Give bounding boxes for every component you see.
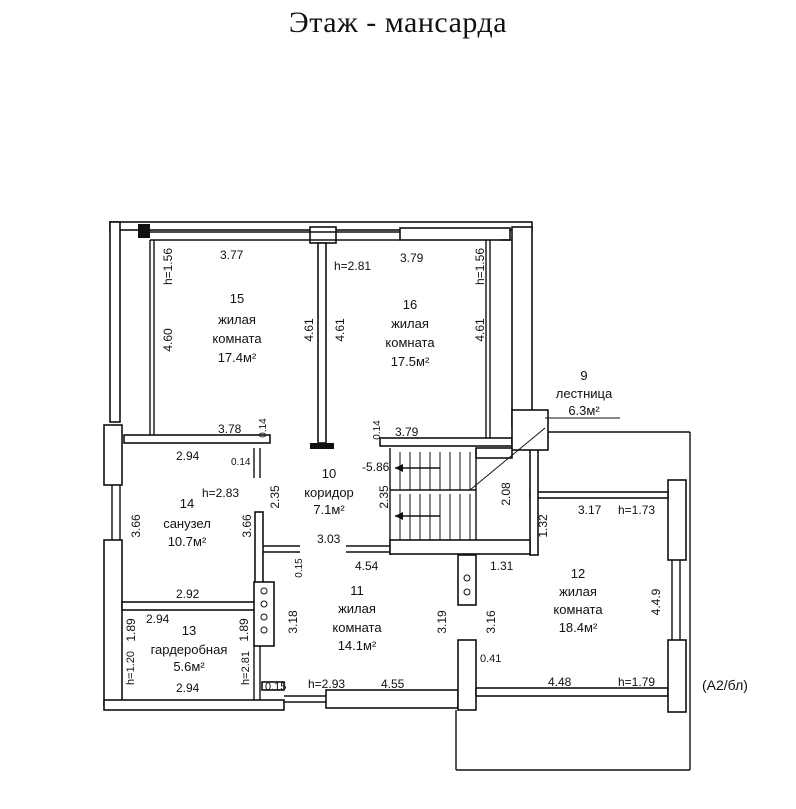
svg-text:h=1.56: h=1.56 [161, 248, 175, 285]
svg-text:4.4.9: 4.4.9 [649, 588, 663, 615]
svg-text:2.94: 2.94 [176, 681, 200, 695]
svg-text:14: 14 [180, 496, 194, 511]
room-16-label: 16 жилая комната 17.5м² [385, 297, 435, 369]
svg-text:1.89: 1.89 [237, 618, 251, 642]
svg-text:17.5м²: 17.5м² [391, 354, 430, 369]
room-14-label: 14 санузел 10.7м² [163, 496, 211, 549]
svg-text:лестница: лестница [556, 386, 613, 401]
svg-text:3.03: 3.03 [317, 532, 341, 546]
svg-text:0.14: 0.14 [231, 457, 251, 468]
sheet-note: (А2/бл) [702, 677, 748, 693]
svg-text:4.48: 4.48 [548, 675, 572, 689]
svg-text:2.35: 2.35 [268, 485, 282, 509]
svg-text:4.61: 4.61 [333, 318, 347, 342]
svg-text:жилая: жилая [391, 316, 429, 331]
svg-text:2.94: 2.94 [146, 612, 170, 626]
svg-text:11: 11 [350, 583, 364, 598]
svg-text:3.16: 3.16 [484, 610, 498, 634]
svg-text:жилая: жилая [559, 584, 597, 599]
svg-text:комната: комната [553, 602, 603, 617]
svg-text:4.54: 4.54 [355, 559, 379, 573]
room-12-label: 12 жилая комната 18.4м² [553, 566, 603, 635]
room-15-label: 15 жилая комната 17.4м² [212, 291, 262, 365]
svg-text:4.55: 4.55 [381, 677, 405, 691]
svg-text:жилая: жилая [338, 601, 376, 616]
svg-text:10: 10 [322, 466, 336, 481]
room-11-label: 11 жилая комната 14.1м² [332, 583, 382, 653]
svg-text:10.7м²: 10.7м² [168, 534, 207, 549]
room-9-label: 9 лестница 6.3м² [556, 368, 613, 418]
svg-text:комната: комната [385, 335, 435, 350]
svg-text:14.1м²: 14.1м² [338, 638, 377, 653]
svg-text:h=2.81: h=2.81 [334, 259, 371, 273]
page-title: Этаж - мансарда [288, 6, 508, 39]
walls [103, 221, 691, 771]
svg-text:2.92: 2.92 [176, 587, 200, 601]
svg-text:0.41: 0.41 [480, 653, 501, 665]
svg-text:2.08: 2.08 [499, 482, 513, 506]
svg-text:3.18: 3.18 [286, 610, 300, 634]
dimension-labels: 3.77 h=2.81 3.79 h=1.56 h=1.56 4.60 4.61… [124, 248, 663, 695]
svg-text:18.4м²: 18.4м² [559, 620, 598, 635]
svg-text:0.14: 0.14 [372, 420, 383, 440]
svg-text:санузел: санузел [163, 516, 211, 531]
svg-text:1.31: 1.31 [490, 559, 514, 573]
svg-text:4.60: 4.60 [161, 328, 175, 352]
svg-text:0.15: 0.15 [265, 681, 286, 693]
svg-text:1.32: 1.32 [536, 514, 550, 538]
svg-text:16: 16 [403, 297, 417, 312]
svg-text:0.15: 0.15 [294, 558, 305, 578]
svg-text:9: 9 [580, 368, 587, 383]
svg-text:h=2.93: h=2.93 [308, 677, 345, 691]
svg-text:3.79: 3.79 [400, 251, 424, 265]
svg-text:3.66: 3.66 [129, 514, 143, 538]
svg-text:h=2.81: h=2.81 [240, 651, 252, 685]
svg-text:2.35: 2.35 [377, 485, 391, 509]
svg-text:комната: комната [212, 331, 262, 346]
svg-text:h=1.73: h=1.73 [618, 503, 655, 517]
svg-text:2.94: 2.94 [176, 449, 200, 463]
svg-text:h=1.56: h=1.56 [473, 248, 487, 285]
svg-text:13: 13 [182, 623, 196, 638]
svg-text:h=1.79: h=1.79 [618, 675, 655, 689]
svg-text:гардеробная: гардеробная [151, 642, 228, 657]
svg-text:0.14: 0.14 [258, 418, 269, 438]
svg-text:3.66: 3.66 [240, 514, 254, 538]
svg-text:1.89: 1.89 [124, 618, 138, 642]
svg-text:7.1м²: 7.1м² [313, 502, 345, 517]
svg-text:3.17: 3.17 [578, 503, 602, 517]
svg-text:15: 15 [230, 291, 244, 306]
svg-text:6.3м²: 6.3м² [568, 403, 600, 418]
svg-text:коридор: коридор [304, 485, 354, 500]
svg-text:комната: комната [332, 620, 382, 635]
svg-text:3.77: 3.77 [220, 248, 244, 262]
svg-text:3.79: 3.79 [395, 425, 419, 439]
svg-text:3.19: 3.19 [435, 610, 449, 634]
svg-text:h=2.83: h=2.83 [202, 486, 239, 500]
svg-text:жилая: жилая [218, 312, 256, 327]
room-13-label: 13 гардеробная 5.6м² [151, 623, 228, 674]
svg-text:4.61: 4.61 [302, 318, 316, 342]
svg-text:h=1.20: h=1.20 [125, 651, 137, 685]
svg-text:17.4м²: 17.4м² [218, 350, 257, 365]
room-10-label: 10 коридор 7.1м² [304, 466, 354, 517]
svg-text:4.61: 4.61 [473, 318, 487, 342]
svg-text:3.78: 3.78 [218, 422, 242, 436]
svg-text:12: 12 [571, 566, 585, 581]
svg-text:-5.86: -5.86 [362, 460, 390, 474]
svg-text:5.6м²: 5.6м² [173, 659, 205, 674]
